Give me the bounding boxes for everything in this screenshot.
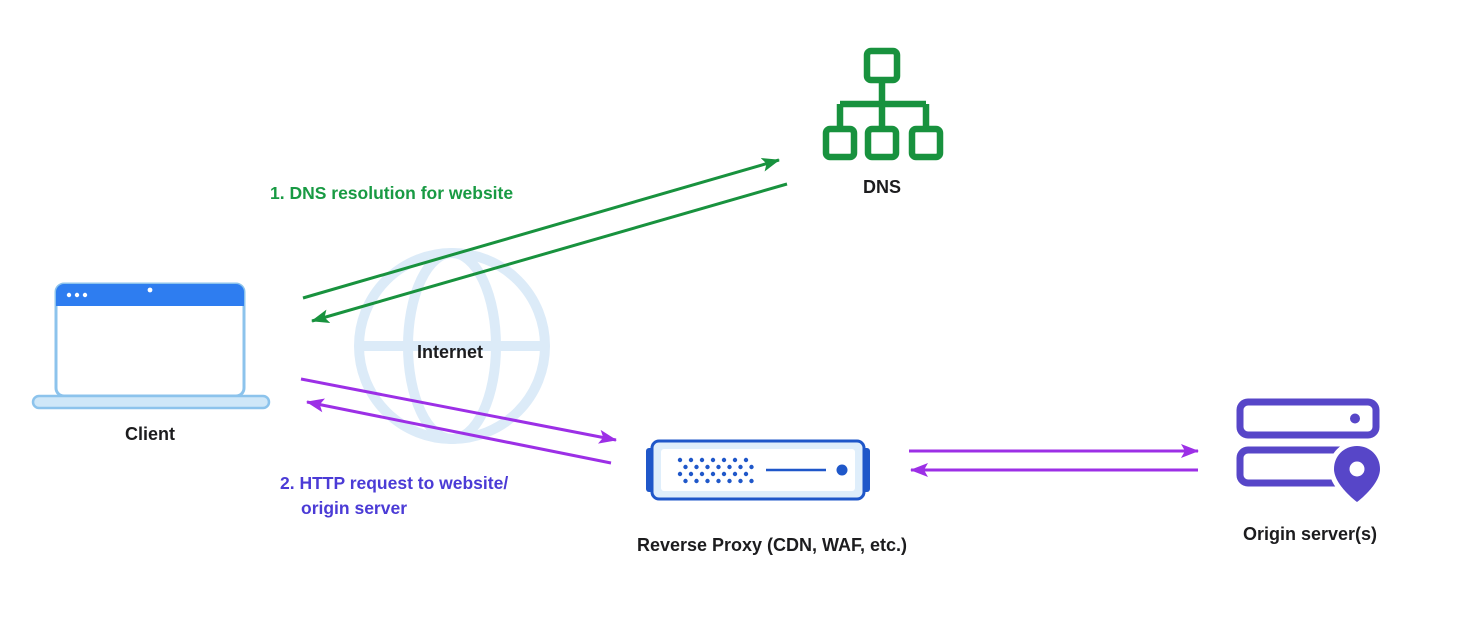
arrow-dns-to-client <box>311 182 788 324</box>
arrow-client-to-dns <box>302 158 780 300</box>
dns-label: DNS <box>862 177 902 197</box>
network-tree-icon <box>822 47 944 161</box>
arrow-client-to-proxy <box>300 377 617 444</box>
arrow-proxy-to-client <box>306 398 612 465</box>
origin-servers-label: Origin server(s) <box>1242 524 1378 544</box>
vent-dots <box>677 457 754 484</box>
server-appliance-icon <box>646 439 870 501</box>
power-dot <box>836 464 848 476</box>
reverse-proxy-label: Reverse Proxy (CDN, WAF, etc.) <box>636 535 908 555</box>
map-pin-icon <box>1329 441 1385 507</box>
step1-annotation: 1. DNS resolution for website <box>270 183 514 203</box>
globe-icon <box>354 248 550 444</box>
server-stack-pin-icon <box>1236 398 1385 507</box>
step2-line2: origin server <box>301 498 408 518</box>
step2-annotation: 2. HTTP request to website/ origin serve… <box>280 471 508 521</box>
step2-line1: 2. HTTP request to website/ <box>280 473 509 493</box>
internet-label: Internet <box>416 342 484 362</box>
client-label: Client <box>124 424 176 444</box>
laptop-icon <box>31 282 271 410</box>
